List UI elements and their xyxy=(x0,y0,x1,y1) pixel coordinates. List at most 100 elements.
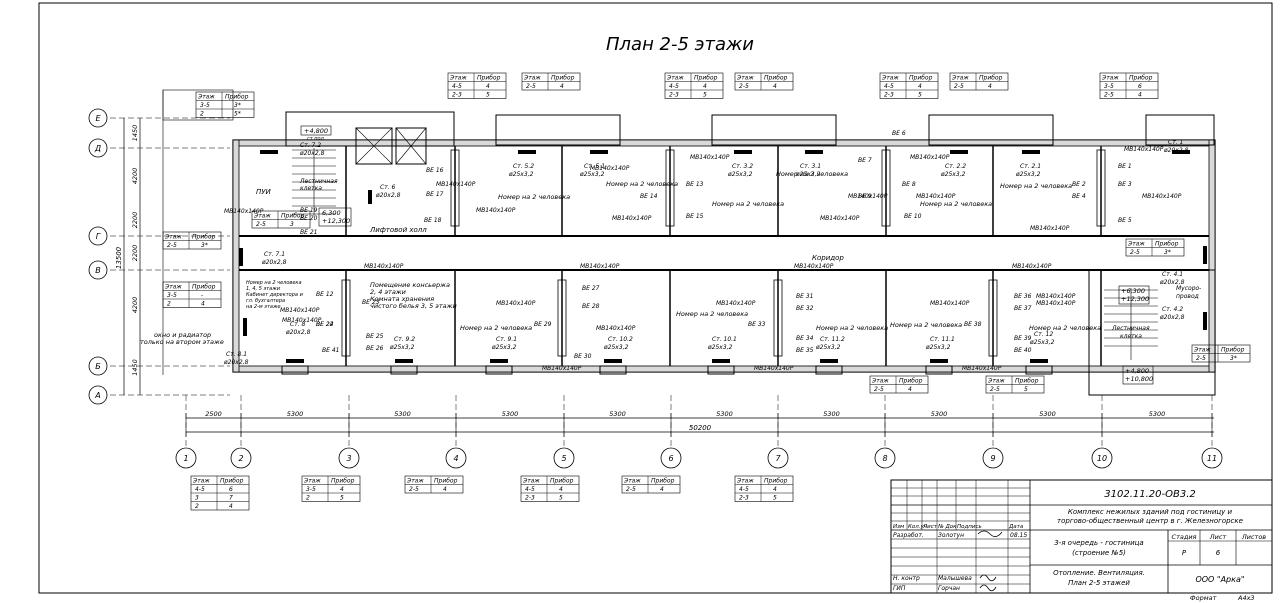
ve-label: ВЕ 34 xyxy=(796,335,814,342)
riser-pipe: ø25х3,2 xyxy=(1029,339,1055,346)
riser-label: Ст. 2.1 xyxy=(1020,163,1041,170)
table-cell: 2 xyxy=(200,111,204,118)
bottom-dim-value: 2500 xyxy=(205,410,222,418)
axis-bubble xyxy=(88,108,108,128)
table-cell: 3-5 xyxy=(1104,83,1114,90)
ve-label: ВЕ 8 xyxy=(902,181,916,188)
table-head: Этаж xyxy=(871,378,889,385)
left-dim-value: 1450 xyxy=(131,359,139,376)
room-label: Номер на 2 человека xyxy=(1029,324,1101,332)
concierge-label-line: Комната хранения xyxy=(370,295,434,303)
grille-label: МВ140х140Р xyxy=(1030,225,1070,232)
building-outline xyxy=(162,89,1216,396)
grille-label: МВ140х140Р xyxy=(542,365,582,372)
axis-bubble xyxy=(874,447,896,469)
table-cell: 4 xyxy=(340,486,344,493)
grille-label: МВ140х140Р xyxy=(364,263,404,270)
axis-number: 8 xyxy=(882,454,887,463)
table-cell: 4-5 xyxy=(452,83,462,90)
table-cell: 4-5 xyxy=(739,486,749,493)
riser-label: Ст. 9.1 xyxy=(496,336,517,343)
riser-st8-1: Ст. 8.1 xyxy=(226,351,247,358)
cabinet-label-line: на 2-м этаже xyxy=(246,304,281,310)
axis-bubble xyxy=(338,447,360,469)
riser-pipe: ø25х3,2 xyxy=(815,344,841,351)
riser-st4-2: Ст. 4.2 xyxy=(1162,306,1183,313)
ve-label: ВЕ 17 xyxy=(426,191,444,198)
riser-label: Ст. 10.2 xyxy=(608,336,633,343)
table-head: Прибор xyxy=(1015,378,1039,385)
ve-label: ВЕ 28 xyxy=(582,303,600,310)
riser-label: Ст. 10.1 xyxy=(712,336,737,343)
riser-pipe: ø25х3,2 xyxy=(727,171,753,178)
grille-label: МВ140х140Р xyxy=(596,325,636,332)
table-cell: 4-5 xyxy=(525,486,535,493)
project-line-2: торгово-общественный центр в г. Железног… xyxy=(1057,517,1243,525)
grille-label: МВ140х140Р xyxy=(962,365,1002,372)
table-head: Этаж xyxy=(197,94,215,101)
table-head: Этаж xyxy=(164,234,182,241)
doc-code: 3102.11.20-ОВ3.2 xyxy=(1104,489,1196,500)
ve-label: ВЕ 4 xyxy=(1072,193,1086,200)
garbage-label-1: Мусоро- xyxy=(1176,285,1201,292)
ve-label: ВЕ 38 xyxy=(964,321,982,328)
axis-number: 11 xyxy=(1207,454,1217,463)
grille-label: МВ140х140Р xyxy=(1036,300,1076,307)
table-cell: 5 xyxy=(340,495,344,502)
window-note-2: только на втором этаже xyxy=(140,338,224,346)
table-head: Прибор xyxy=(1221,347,1245,354)
table-cell: 2-5 xyxy=(990,386,1000,393)
window-note-1: окно и радиатор xyxy=(154,331,211,339)
riser-st6: Ст. 6 xyxy=(380,184,395,191)
ve-label: ВЕ 7 xyxy=(858,157,872,164)
ve-label: ВЕ 12 xyxy=(316,291,334,298)
table-cell: 3 xyxy=(195,495,199,502)
table-head: Прибор xyxy=(764,478,788,485)
title-block-header: Лист xyxy=(922,524,938,530)
ve-label: ВЕ 5 xyxy=(1118,217,1132,224)
table-head: Этаж xyxy=(406,478,424,485)
riser-label: Ст. 9.2 xyxy=(394,336,415,343)
riser-pipe: ø20х2,8 xyxy=(285,329,311,336)
bottom-dim-value: 5300 xyxy=(287,410,304,418)
ve-label: ВЕ 9 xyxy=(858,193,872,200)
table-head: Этаж xyxy=(253,213,271,220)
riser-pipe: ø25х3,2 xyxy=(603,344,629,351)
table-cell: 2-5 xyxy=(954,83,964,90)
table-cell: 2-5 xyxy=(256,221,266,228)
table-cell: 4 xyxy=(908,386,912,393)
room-label: Номер на 2 человека xyxy=(498,193,570,201)
table-head: Прибор xyxy=(331,478,355,485)
bottom-dim-value: 5300 xyxy=(1039,410,1056,418)
mark-mid-left-a: 6,300 xyxy=(322,209,341,217)
table-cell: 3-5 xyxy=(306,486,316,493)
axis-letter: Д xyxy=(94,144,101,153)
total-length: 50200 xyxy=(689,424,712,432)
table-cell: 5 xyxy=(703,92,707,99)
grille-label: МВ140х140Р xyxy=(690,154,730,161)
riser-label: Ст. 11.1 xyxy=(930,336,955,343)
ve-label: ВЕ 41 xyxy=(322,347,339,354)
table-cell: 2-3 xyxy=(669,92,679,99)
bottom-dim-value: 5300 xyxy=(609,410,626,418)
grille-label: МВ140х140Р xyxy=(930,300,970,307)
ve-label: ВЕ 15 xyxy=(686,213,704,220)
table-cell: 2-3 xyxy=(884,92,894,99)
table-cell: 3-5 xyxy=(167,292,177,299)
ve-label: ВЕ 2 xyxy=(1072,181,1086,188)
table-head: Прибор xyxy=(899,378,923,385)
axis-bubble xyxy=(175,447,197,469)
axis-number: 5 xyxy=(561,454,566,463)
signature-developer xyxy=(977,530,1003,537)
riser-pipe: ø25х3,2 xyxy=(1015,171,1041,178)
garbage-label-2: провод xyxy=(1176,293,1199,300)
axis-number: 9 xyxy=(990,454,995,463)
